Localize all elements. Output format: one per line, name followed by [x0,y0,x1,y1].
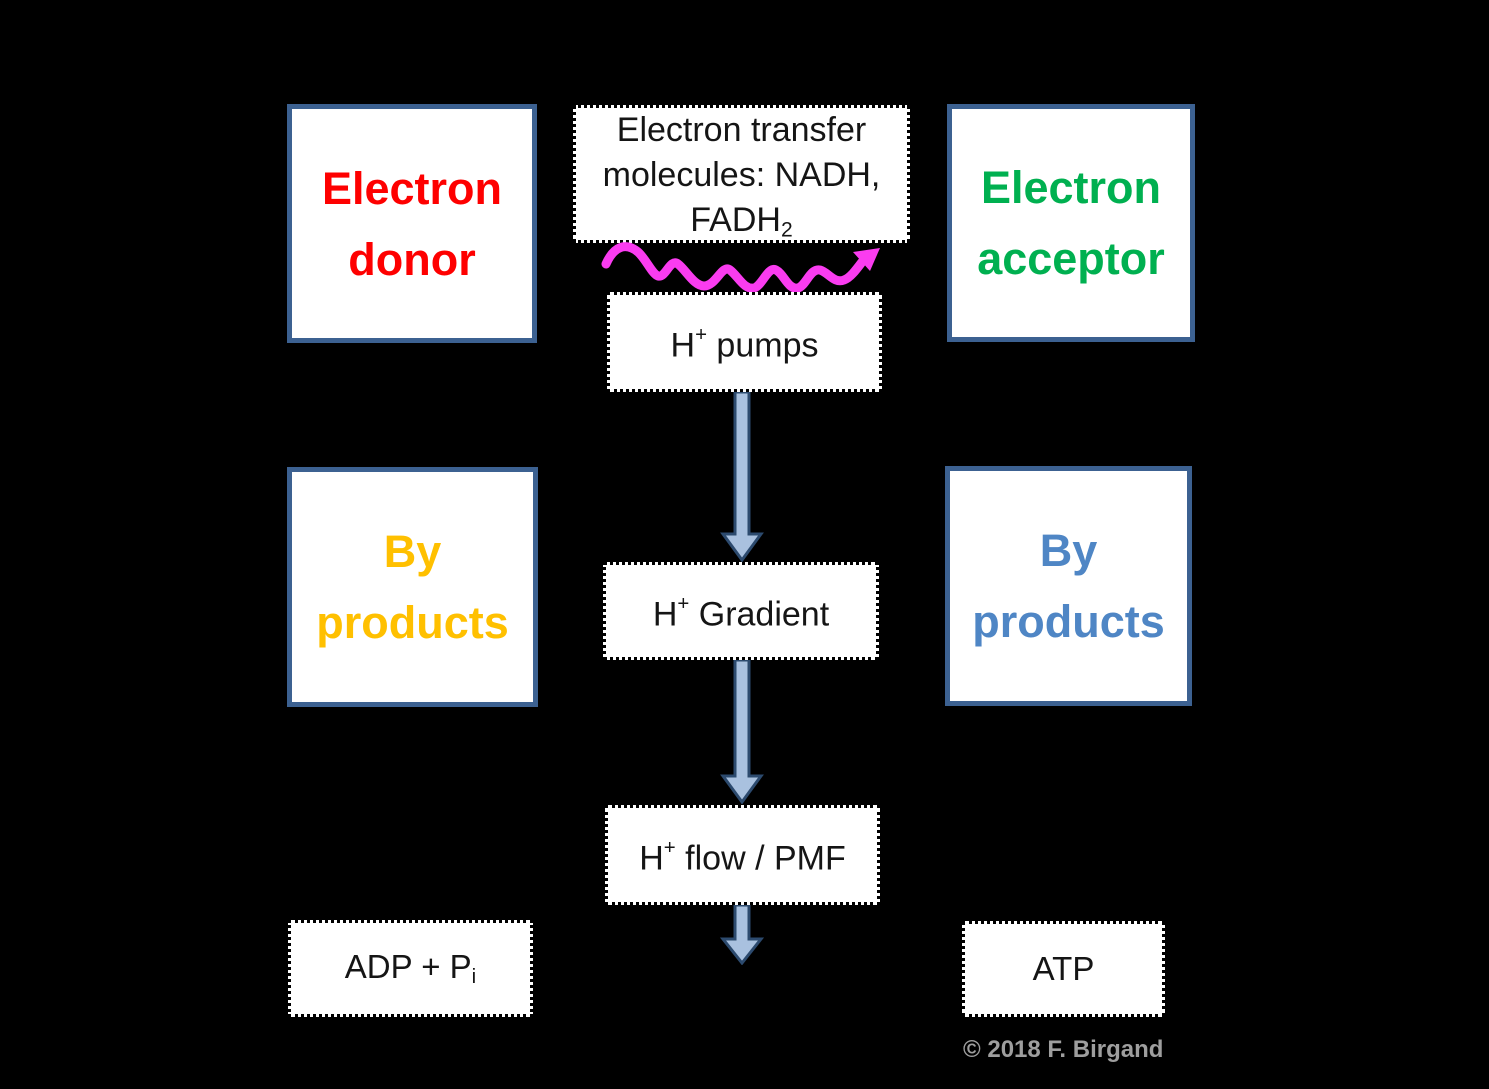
adp-pi-label: ADP + Pi [344,947,477,989]
down-arrow-icon [720,392,764,562]
h-pumps-label: H+ pumps [670,323,819,365]
electron-acceptor-line1: Electron [980,162,1162,213]
by-products-left-label: By products [316,526,509,648]
atp-box: ATP [962,921,1165,1017]
electron-acceptor-label: Electron acceptor [977,152,1165,294]
by-products-right-label: By products [972,525,1165,647]
transfer-line2: molecules: NADH, [602,156,881,194]
by-products-right-box: By products [945,466,1192,706]
down-arrow-icon [720,660,764,804]
electron-transfer-molecules-label: Electron transfer molecules: NADH, FADH2 [603,108,881,252]
energy-wave-arrowhead [853,248,880,271]
electron-acceptor-box: Electron acceptor [947,104,1195,342]
electron-donor-box: Electron donor [287,104,537,343]
electron-donor-line1: Electron [321,162,503,214]
h-flow-pmf-label: H+ flow / PMF [639,836,846,878]
h-pumps-box: H+ pumps [607,292,882,392]
transfer-line1: Electron transfer [616,111,867,149]
energy-wave-arrow-icon [601,242,880,293]
electron-donor-line2: donor [348,233,476,285]
adp-pi-box: ADP + Pi [288,920,533,1017]
h-gradient-box: H+ Gradient [603,562,879,660]
copyright-text: © 2018 F. Birgand [963,1036,1164,1063]
h-gradient-label: H+ Gradient [652,592,830,634]
down-arrow-icon [720,905,764,965]
transfer-line3: FADH [690,201,781,239]
transfer-line3-subscript: 2 [780,218,793,242]
electron-donor-label: Electron donor [322,153,502,295]
electron-acceptor-line2: acceptor [977,233,1165,284]
by-products-left-box: By products [287,467,538,707]
atp-label: ATP [1032,950,1095,987]
electron-transfer-molecules-box: Electron transfer molecules: NADH, FADH2 [573,105,910,243]
h-flow-pmf-box: H+ flow / PMF [605,805,880,905]
energy-wave-path [601,242,867,293]
